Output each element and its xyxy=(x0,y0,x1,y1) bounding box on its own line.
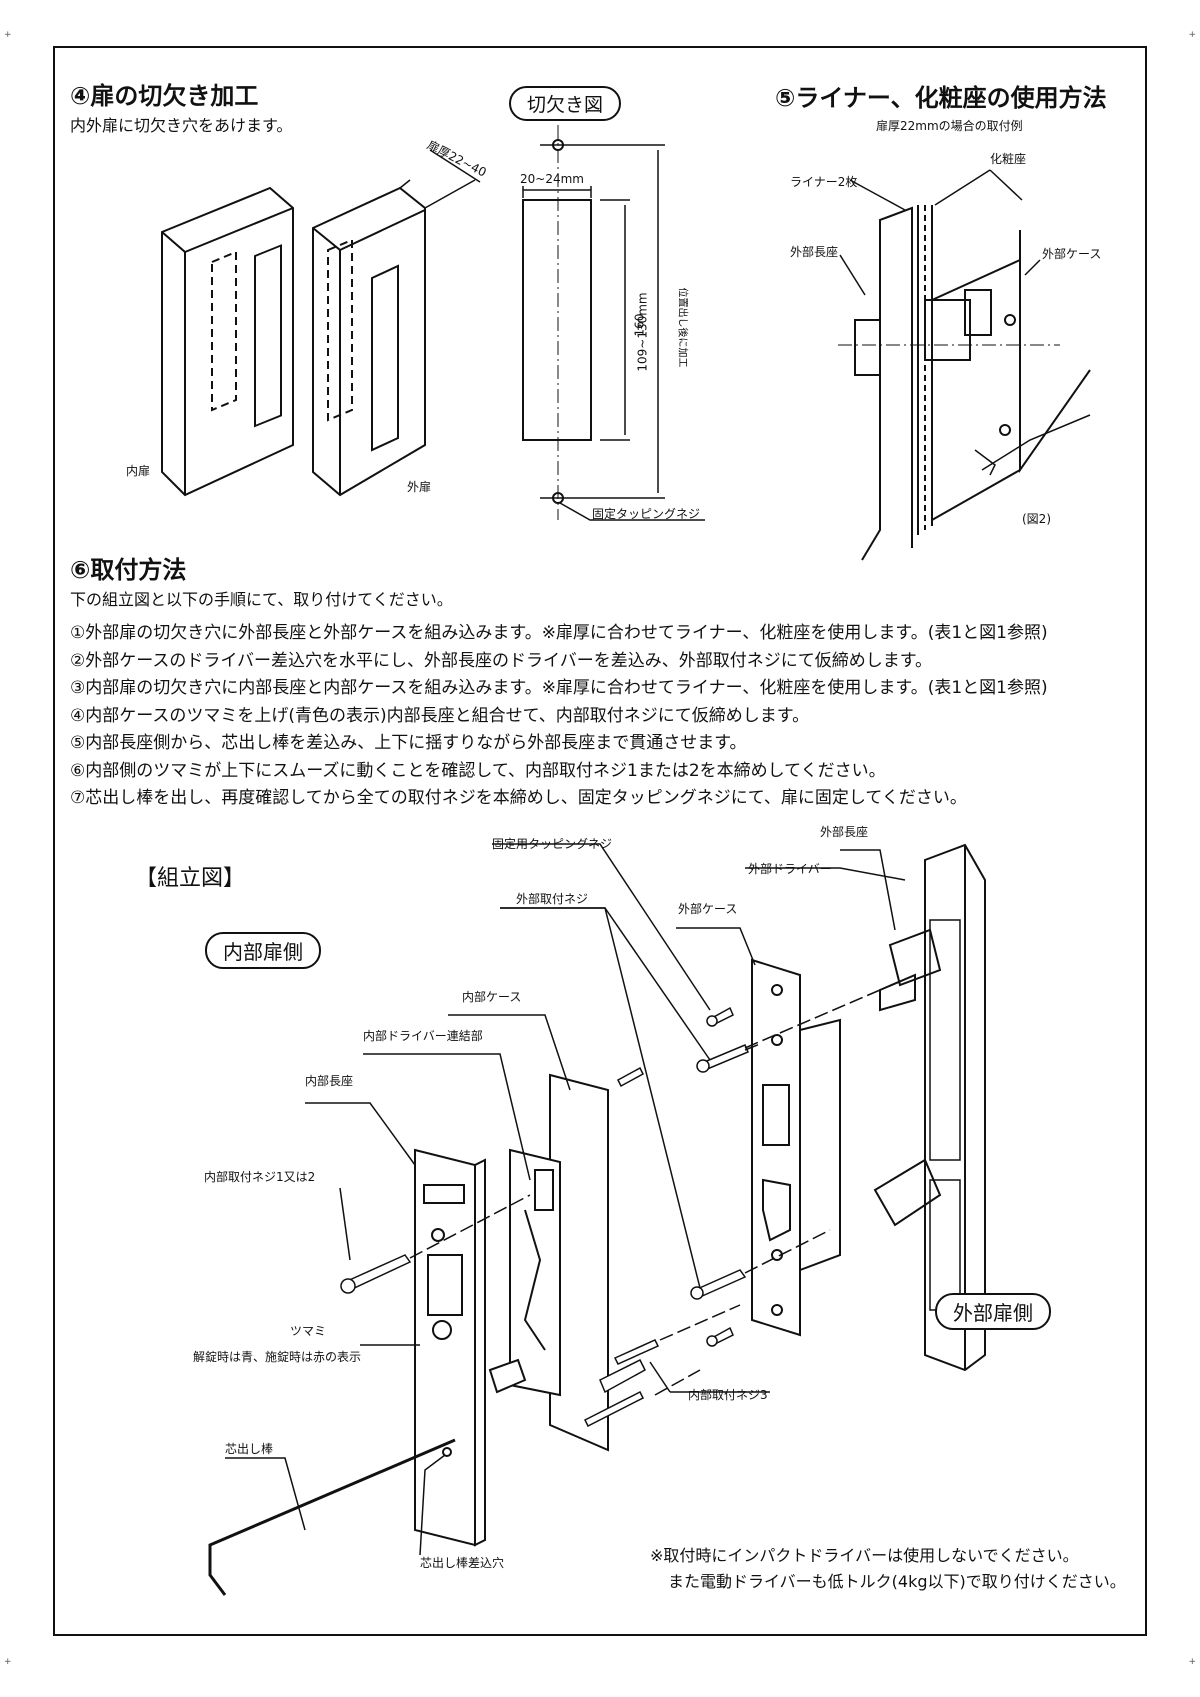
cutout-title: 切欠き図 xyxy=(509,86,622,121)
warning-line-1: ※取付時にインパクトドライバーは使用しないでください。 xyxy=(650,1546,1079,1565)
section4-title: ④扉の切欠き加工 xyxy=(70,82,259,110)
crop-mark: + xyxy=(4,1657,12,1667)
outer-plate-label: 外部長座 xyxy=(790,245,839,259)
cutout-note: 位置出し後に加工 xyxy=(676,287,688,368)
cutout-total-label: 160 xyxy=(632,313,647,337)
section6-desc: 下の組立図と以下の手順にて、取り付けてください。 xyxy=(70,590,453,609)
label-inner-case: 内部ケース xyxy=(462,990,522,1004)
step-2: ②外部ケースのドライバー差込穴を水平にし、外部長座のドライバーを差込み、外部取付… xyxy=(70,650,933,671)
trim-label: 化粧座 xyxy=(990,152,1027,166)
step-4: ④内部ケースのツマミを上げ(青色の表示)内部長座と組合せて、内部取付ネジにて仮締… xyxy=(70,705,810,726)
label-inner-plate: 内部長座 xyxy=(305,1074,354,1088)
cutout-screw-label: 固定タッピングネジ xyxy=(592,507,701,521)
label-outer-case: 外部ケース xyxy=(678,902,738,916)
label-outer-driver: 外部ドライバー xyxy=(748,862,832,876)
crop-mark: + xyxy=(4,30,12,40)
inner-side-label: 内部扉側 xyxy=(205,932,321,969)
label-inner-screw3: 内部取付ネジ3 xyxy=(688,1388,768,1402)
label-knob: ツマミ xyxy=(290,1324,327,1338)
warning-line-2: また電動ドライバーも低トルク(4kg以下)で取り付けください。 xyxy=(668,1572,1126,1591)
outer-door-label: 外扉 xyxy=(407,480,432,494)
outer-door-drawing xyxy=(312,149,481,497)
label-outer-plate: 外部長座 xyxy=(820,825,869,839)
section4-desc: 内外扉に切欠き穴をあけます。 xyxy=(70,116,293,135)
page-frame xyxy=(53,46,1147,1636)
cutout-drawing xyxy=(522,125,705,521)
assembly-title: 【組立図】 xyxy=(135,866,246,891)
assembly-drawing xyxy=(208,843,986,1596)
label-outer-screw: 外部取付ネジ xyxy=(516,892,589,906)
inner-door-drawing xyxy=(161,186,294,497)
section5-title: ⑤ライナー、化粧座の使用方法 xyxy=(775,84,1107,112)
step-5: ⑤内部長座側から、芯出し棒を差込み、上下に揺すりながら外部長座まで貫通させます。 xyxy=(70,733,747,753)
section6-title: ⑥取付方法 xyxy=(70,556,187,584)
outer-side-label: 外部扉側 xyxy=(935,1293,1051,1330)
label-inner-driver-link: 内部ドライバー連結部 xyxy=(363,1029,483,1043)
label-rod-hole: 芯出し棒差込穴 xyxy=(420,1556,505,1570)
liner-label: ライナー2枚 xyxy=(790,175,858,189)
steps-list: ①外部扉の切欠き穴に外部長座と外部ケースを組み込みます。※扉厚に合わせてライナー… xyxy=(70,620,1048,813)
label-inner-screw12: 内部取付ネジ1又は2 xyxy=(204,1170,316,1184)
step-1: ①外部扉の切欠き穴に外部長座と外部ケースを組み込みます。※扉厚に合わせてライナー… xyxy=(70,623,1048,643)
step-7: ⑦芯出し棒を出し、再度確認してから全ての取付ネジを本締めし、固定タッピングネジに… xyxy=(70,788,967,808)
liner-section-drawing xyxy=(838,169,1091,561)
inner-door-label: 内扉 xyxy=(126,464,151,478)
figure2-label: (図2) xyxy=(1022,512,1051,526)
step-3: ③内部扉の切欠き穴に内部長座と内部ケースを組み込みます。※扉厚に合わせてライナー… xyxy=(70,678,1048,698)
label-centering-rod: 芯出し棒 xyxy=(225,1442,274,1456)
crop-mark: + xyxy=(1188,30,1196,40)
label-fixing-screw: 固定用タッピングネジ xyxy=(492,837,613,851)
outer-case-label: 外部ケース xyxy=(1042,247,1102,261)
cutout-width-label: 20~24mm xyxy=(520,172,584,186)
section5-subtitle: 扉厚22mmの場合の取付例 xyxy=(876,119,1023,133)
label-knob-note: 解錠時は青、施錠時は赤の表示 xyxy=(193,1350,362,1364)
crop-mark: + xyxy=(1188,1657,1196,1667)
step-6: ⑥内部側のツマミが上下にスムーズに動くことを確認して、内部取付ネジ1または2を本… xyxy=(70,760,886,781)
